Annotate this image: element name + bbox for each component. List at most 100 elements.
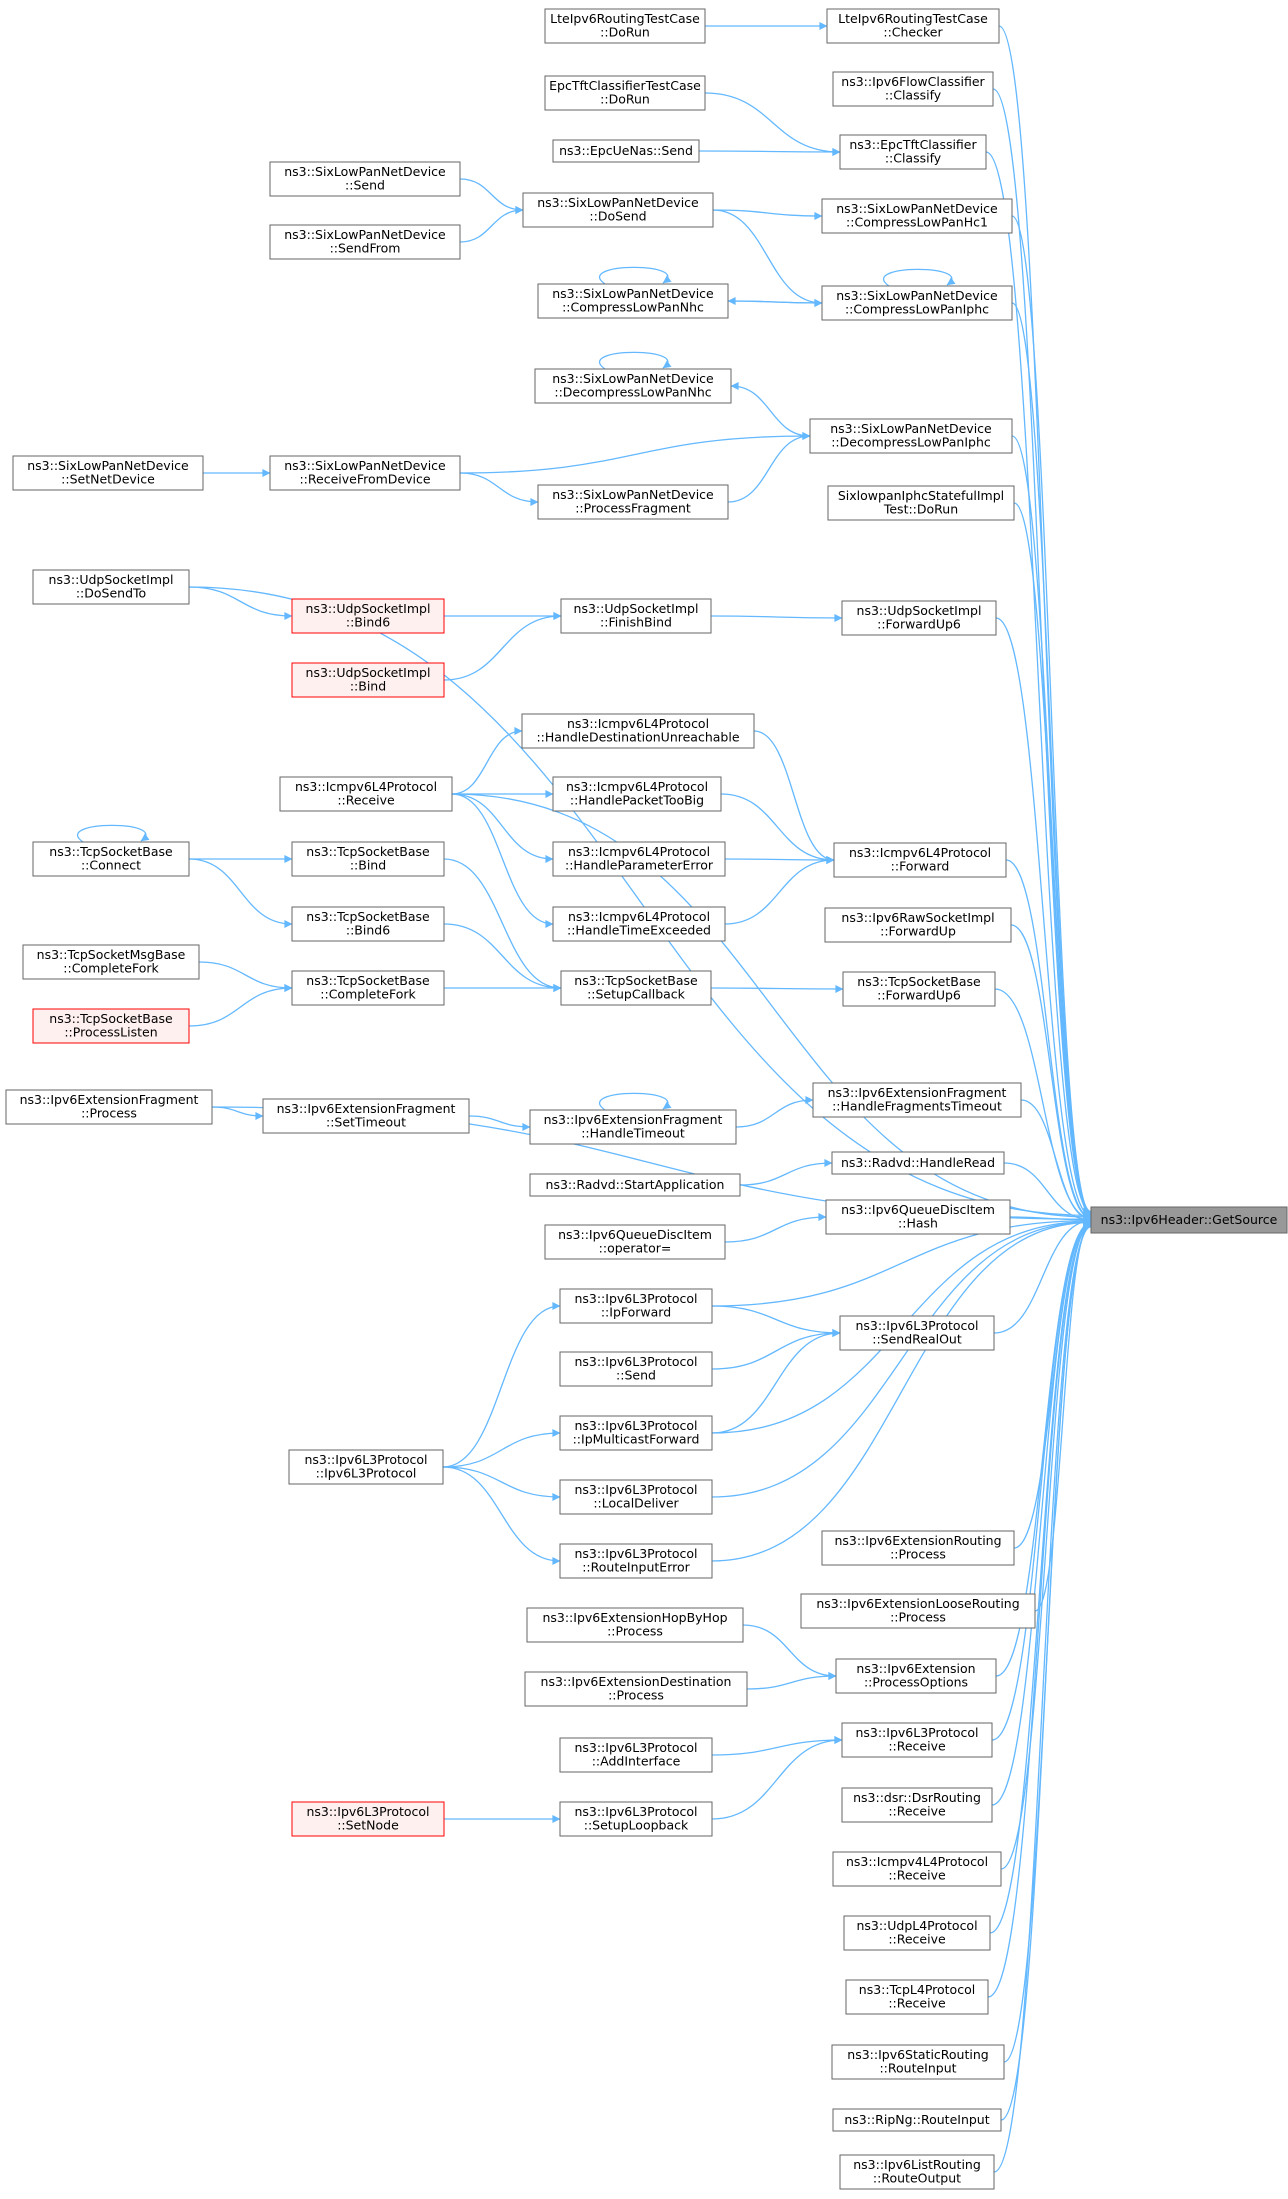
node-extdest-process[interactable]: ns3::Ipv6ExtensionDestination::Process [524,1671,748,1707]
node-l3-send[interactable]: ns3::Ipv6L3Protocol::Send [559,1351,713,1387]
node-rawsock-fwdup[interactable]: ns3::Ipv6RawSocketImpl::ForwardUp [824,907,1012,943]
node-label-line: ns3::EpcUeNas::Send [559,143,693,158]
node-icmp6-hte[interactable]: ns3::Icmpv6L4Protocol::HandleTimeExceede… [552,906,726,942]
node-label-line: ::IpMulticastForward [573,1432,700,1447]
node-tcp-fwdup6[interactable]: ns3::TcpSocketBase::ForwardUp6 [842,971,996,1007]
node-lte-dorun[interactable]: LteIpv6RoutingTestCase::DoRun [544,8,706,44]
node-label-line: EpcTftClassifierTestCase [549,78,701,93]
node-box [841,1722,993,1758]
node-extfrag-settimeout[interactable]: ns3::Ipv6ExtensionFragment::SetTimeout [262,1098,470,1134]
node-radvd-start[interactable]: ns3::Radvd::StartApplication [529,1173,741,1197]
node-extrouting-process[interactable]: ns3::Ipv6ExtensionRouting::Process [821,1530,1015,1566]
node-l3-addif[interactable]: ns3::Ipv6L3Protocol::AddInterface [559,1737,713,1773]
node-box [832,1851,1002,1887]
node-tcp-bind6[interactable]: ns3::TcpSocketBase::Bind6 [291,906,445,942]
node-tcp-setupcb[interactable]: ns3::TcpSocketBase::SetupCallback [560,970,712,1006]
node-epctft-dorun[interactable]: EpcTftClassifierTestCase::DoRun [544,75,706,111]
node-l3-sendrealout[interactable]: ns3::Ipv6L3Protocol::SendRealOut [839,1315,995,1351]
node-sl-diphc[interactable]: ns3::SixLowPanNetDevice::DecompressLowPa… [809,418,1013,454]
node-label-line: SixlowpanIphcStatefulImpl [838,488,1004,503]
edge-l3-receive-to-target [991,1219,1092,1741]
edge-extfrag-settimeout-to-extfrag-handletimeout [468,1115,531,1131]
node-icmp6-hpe[interactable]: ns3::Icmpv6L4Protocol::HandleParameterEr… [552,841,726,877]
edge-sl-hc1-to-target [1011,215,1092,1217]
node-l3-setuploop[interactable]: ns3::Ipv6L3Protocol::SetupLoopback [559,1801,713,1837]
node-extfrag-hft[interactable]: ns3::Ipv6ExtensionFragment::HandleFragme… [812,1082,1022,1118]
node-sl-sendfrom[interactable]: ns3::SixLowPanNetDevice::SendFrom [269,224,461,260]
node-target[interactable]: ns3::Ipv6Header::GetSource [1090,1206,1288,1234]
node-label-line: ::ProcessListen [64,1025,157,1040]
node-label-line: ns3::Icmpv6L4Protocol [295,779,437,794]
node-extloose-process[interactable]: ns3::Ipv6ExtensionLooseRouting::Process [800,1593,1036,1629]
node-sl-cnhc[interactable]: ns3::SixLowPanNetDevice::CompressLowPanN… [537,283,729,319]
node-tcp-proclisten[interactable]: ns3::TcpSocketBase::ProcessListen [32,1008,190,1044]
node-l3-ctor[interactable]: ns3::Ipv6L3Protocol::Ipv6L3Protocol [288,1449,444,1485]
node-udp-bind6[interactable]: ns3::UdpSocketImpl::Bind6 [291,598,445,634]
node-udp-dosendto[interactable]: ns3::UdpSocketImpl::DoSendTo [32,569,190,605]
node-ripng-routeinput[interactable]: ns3::RipNg::RouteInput [832,2108,1002,2132]
node-label-line: ::DecompressLowPanIphc [831,435,991,450]
node-tcpmsg-cf[interactable]: ns3::TcpSocketMsgBase::CompleteFork [22,944,200,980]
node-l3-receive[interactable]: ns3::Ipv6L3Protocol::Receive [841,1722,993,1758]
node-label-line: ::ProcessOptions [864,1675,968,1690]
node-udp-fwdup6[interactable]: ns3::UdpSocketImpl::ForwardUp6 [841,600,997,636]
node-sl-hc1[interactable]: ns3::SixLowPanNetDevice::CompressLowPanH… [821,198,1013,234]
node-sl-setnet[interactable]: ns3::SixLowPanNetDevice::SetNetDevice [12,455,204,491]
node-udp-finishbind[interactable]: ns3::UdpSocketImpl::FinishBind [560,598,712,634]
node-icmp6-hdu[interactable]: ns3::Icmpv6L4Protocol::HandleDestination… [521,713,755,749]
node-qdisc-hash[interactable]: ns3::Ipv6QueueDiscItem::Hash [825,1199,1011,1235]
node-l3-ipforward[interactable]: ns3::Ipv6L3Protocol::IpForward [559,1288,713,1324]
node-label-line: ns3::SixLowPanNetDevice [836,201,998,216]
node-label-line: ::SetNode [337,1818,399,1833]
node-label-line: ::FinishBind [600,615,672,630]
edge-sl-dosend-to-sl-ciphc [712,209,823,307]
node-label-line: ns3::SixLowPanNetDevice [836,288,998,303]
node-extfrag-handletimeout[interactable]: ns3::Ipv6ExtensionFragment::HandleTimeou… [529,1109,737,1145]
node-label-line: ns3::TcpSocketBase [574,973,698,988]
nodes-layer: ns3::Ipv6Header::GetSource LteIpv6Routing… [5,8,1288,2190]
node-l3-routeinputerror[interactable]: ns3::Ipv6L3Protocol::RouteInputError [559,1543,713,1579]
node-flowclassifier[interactable]: ns3::Ipv6FlowClassifier::Classify [832,71,994,107]
node-sl-dnhc[interactable]: ns3::SixLowPanNetDevice::DecompressLowPa… [534,368,732,404]
node-sl-ciphc[interactable]: ns3::SixLowPanNetDevice::CompressLowPanI… [821,285,1013,321]
node-sl-procfrag[interactable]: ns3::SixLowPanNetDevice::ProcessFragment [537,484,729,520]
node-epctft-classify[interactable]: ns3::EpcTftClassifier::Classify [839,134,987,170]
node-static-routeinput[interactable]: ns3::Ipv6StaticRouting::RouteInput [831,2044,1005,2080]
node-l3-setnode[interactable]: ns3::Ipv6L3Protocol::SetNode [291,1801,445,1837]
edge-udp-finishbind-to-udp-fwdup6 [710,613,843,622]
node-tcp-connect[interactable]: ns3::TcpSocketBase::Connect [32,841,190,877]
node-label-line: ::Process [607,1624,663,1639]
node-icmp6-receive[interactable]: ns3::Icmpv6L4Protocol::Receive [279,776,453,812]
node-qdisc-opeq[interactable]: ns3::Ipv6QueueDiscItem::operator= [544,1224,726,1260]
node-sl-send[interactable]: ns3::SixLowPanNetDevice::Send [269,161,461,197]
node-exthbh-process[interactable]: ns3::Ipv6ExtensionHopByHop::Process [526,1607,744,1643]
node-extfrag-process[interactable]: ns3::Ipv6ExtensionFragment::Process [5,1089,213,1125]
node-lte-checker[interactable]: LteIpv6RoutingTestCase::Checker [826,8,1000,44]
edge-tcp-connect-to-tcp-bind6 [188,858,293,928]
node-l3-ipmcfwd[interactable]: ns3::Ipv6L3Protocol::IpMulticastForward [559,1415,713,1451]
node-ext-procopts[interactable]: ns3::Ipv6Extension::ProcessOptions [835,1658,997,1694]
node-l3-localdeliver[interactable]: ns3::Ipv6L3Protocol::LocalDeliver [559,1479,713,1515]
node-udp-bind[interactable]: ns3::UdpSocketImpl::Bind [291,662,445,698]
node-tcp-cf[interactable]: ns3::TcpSocketBase::CompleteFork [291,970,445,1006]
node-box [560,598,712,634]
node-sl-recv[interactable]: ns3::SixLowPanNetDevice::ReceiveFromDevi… [269,455,461,491]
edge-icmp6-receive-to-icmp6-hte [451,793,554,928]
node-label-line: ns3::Ipv6L3Protocol [855,1725,978,1740]
node-tcp-bind[interactable]: ns3::TcpSocketBase::Bind [291,841,445,877]
node-icmp4-receive[interactable]: ns3::Icmpv4L4Protocol::Receive [832,1851,1002,1887]
node-epcuenas-send[interactable]: ns3::EpcUeNas::Send [552,139,700,163]
node-label-line: ::ForwardUp6 [877,988,961,1003]
node-dsr-receive[interactable]: ns3::dsr::DsrRouting::Receive [841,1787,993,1823]
edge-epctft-dorun-to-epctft-classify [704,92,841,156]
node-box [832,71,994,107]
node-radvd-handleread[interactable]: ns3::Radvd::HandleRead [831,1151,1005,1175]
node-icmp6-forward[interactable]: ns3::Icmpv6L4Protocol::Forward [833,842,1007,878]
node-label-line: ::DoSendTo [76,586,146,601]
node-udpl4-receive[interactable]: ns3::UdpL4Protocol::Receive [843,1915,991,1951]
node-icmp6-hptb[interactable]: ns3::Icmpv6L4Protocol::HandlePacketTooBi… [552,776,722,812]
node-sl-dosend[interactable]: ns3::SixLowPanNetDevice::DoSend [522,192,714,228]
node-list-routeoutput[interactable]: ns3::Ipv6ListRouting::RouteOutput [839,2154,995,2190]
node-tcpl4-receive[interactable]: ns3::TcpL4Protocol::Receive [845,1979,989,2015]
